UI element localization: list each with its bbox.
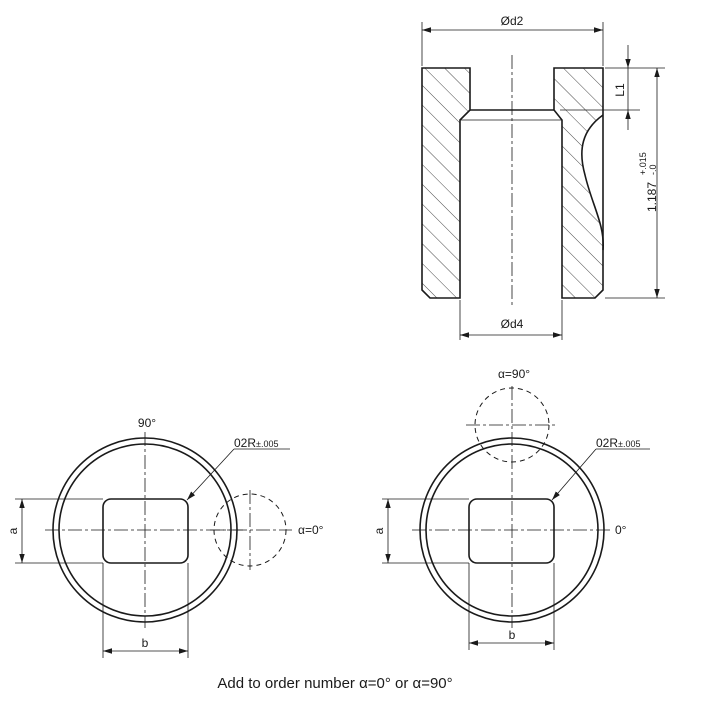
- dim-a-label: a: [372, 527, 386, 534]
- right-wall-hatch: [554, 68, 604, 298]
- angle-top-label: α=90°: [498, 367, 530, 381]
- left-wall-outline: [421, 67, 471, 299]
- dim-b-label: b: [142, 636, 149, 650]
- radius-label: 02R±.005: [234, 436, 278, 450]
- relief-curve: [581, 114, 604, 251]
- end-view-right: α=90° 0° 02R±.005 a b: [372, 367, 650, 650]
- end-view-left: 90° α=0° 02R±.005 a b: [6, 416, 324, 658]
- radius-label: 02R±.005: [596, 436, 640, 450]
- dim-length-label: 1.187: [645, 182, 659, 212]
- angle-right-label: α=0°: [298, 523, 324, 537]
- angle-top-label: 90°: [138, 416, 156, 430]
- radius-leader: [551, 448, 597, 501]
- angle-right-label: 0°: [615, 523, 627, 537]
- dim-length-tol-upper: +.015: [638, 152, 648, 175]
- dim-b-label: b: [509, 628, 516, 642]
- dim-d4-label: Ød4: [501, 317, 524, 331]
- square-hole: [102, 498, 189, 564]
- right-wall-outline: [553, 67, 604, 299]
- dim-length-tol-lower: -.0: [648, 164, 658, 175]
- square-hole: [468, 498, 555, 564]
- side-section-view: Ød2 Ød4 L1 1.187 +.015 -.0: [421, 14, 665, 340]
- dim-d2-label: Ød2: [501, 14, 524, 28]
- dim-l1-label: L1: [613, 83, 627, 97]
- order-note: Add to order number α=0° or α=90°: [217, 675, 453, 692]
- dim-a-label: a: [6, 527, 20, 534]
- radius-leader: [186, 448, 235, 501]
